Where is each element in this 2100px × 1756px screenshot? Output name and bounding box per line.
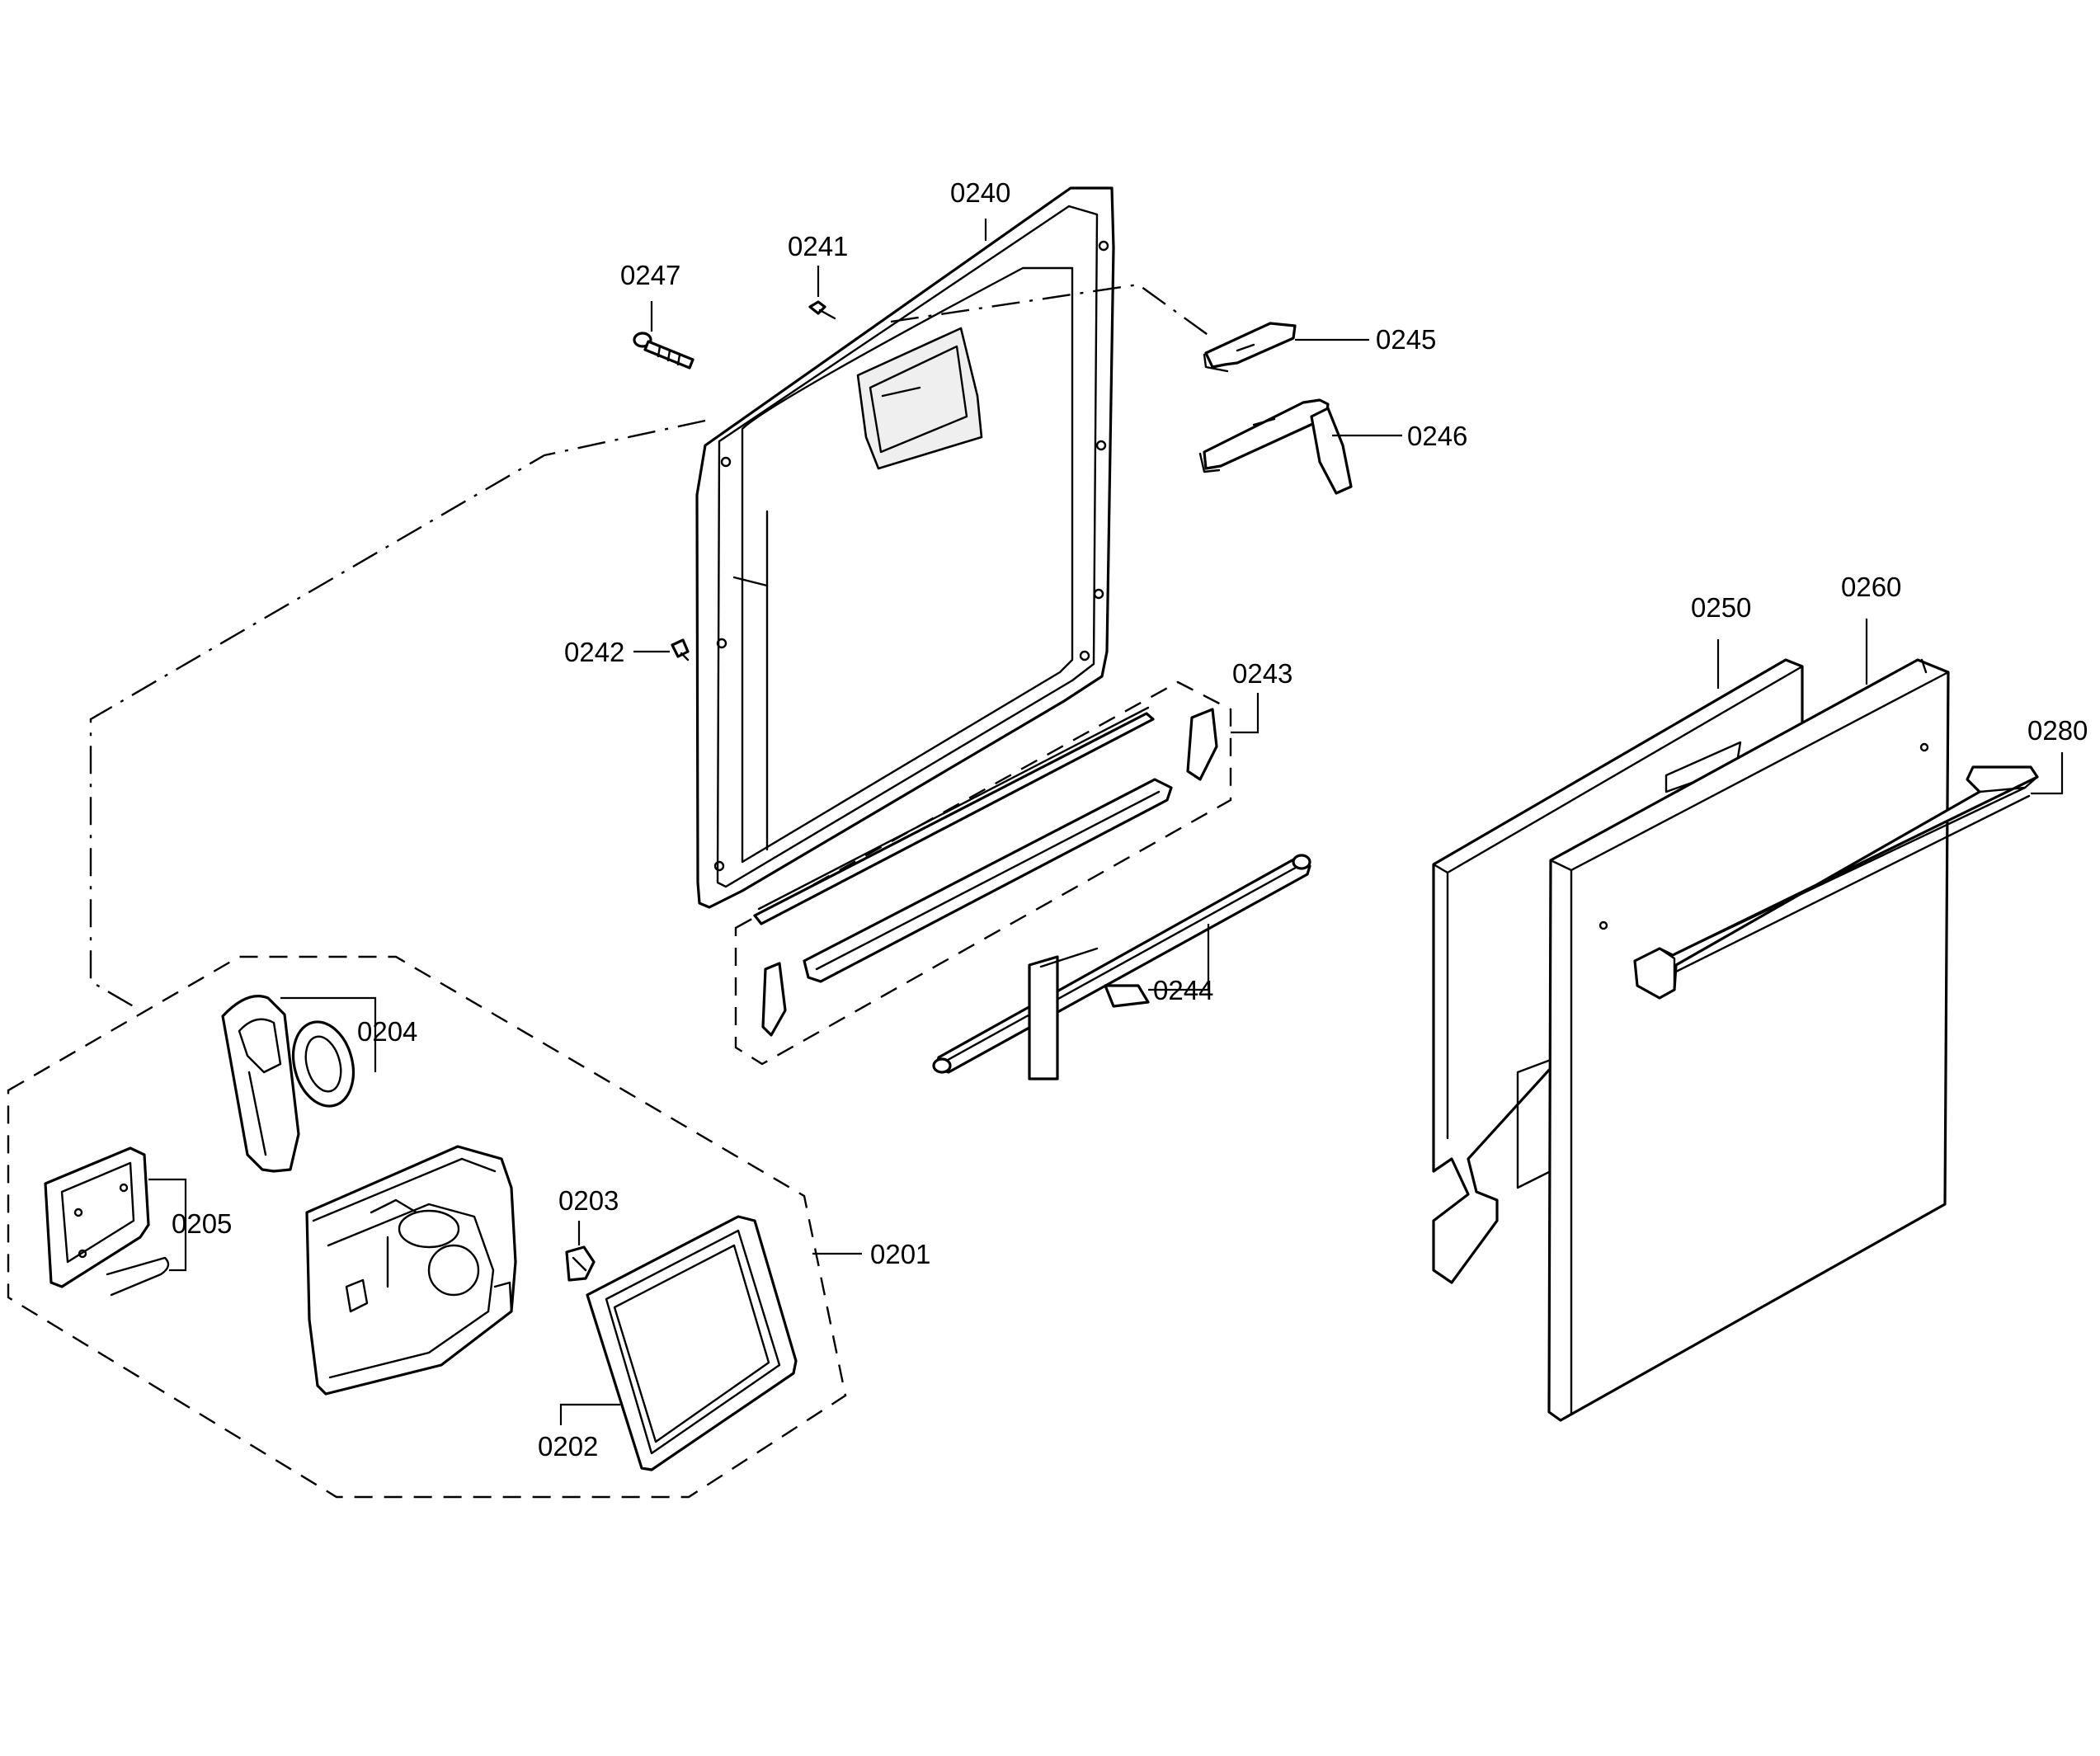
connector-latch (890, 283, 1213, 339)
connector-envelope (89, 419, 706, 1010)
label-0241: 0241 (788, 231, 848, 261)
leader-0244 (1148, 924, 1210, 991)
label-0246: 0246 (1407, 421, 1467, 451)
leader-0204 (280, 996, 377, 1072)
label-0242: 0242 (564, 637, 624, 667)
leader-0280 (2031, 752, 2064, 795)
outer-door-0260 (1547, 658, 1950, 1422)
label-0243: 0243 (1232, 658, 1292, 689)
panel-cover-0205 (44, 1146, 170, 1297)
vent-duct-0204 (221, 995, 355, 1173)
control-panel-group-0201 (7, 955, 847, 1499)
label-0201: 0201 (870, 1239, 930, 1269)
label-0245: 0245 (1376, 324, 1436, 355)
label-0280: 0280 (2027, 715, 2088, 746)
leader-0202 (559, 1403, 620, 1425)
leader-0205 (148, 1178, 187, 1272)
label-0250: 0250 (1691, 592, 1751, 623)
control-module (305, 1145, 517, 1396)
label-0202: 0202 (538, 1431, 598, 1462)
label-0203: 0203 (558, 1185, 619, 1216)
gasket-0202 (586, 1215, 798, 1471)
screw-0247 (633, 332, 695, 370)
label-0204: 0204 (357, 1016, 417, 1047)
label-0244: 0244 (1153, 975, 1213, 1005)
latch-0245 (1203, 322, 1297, 373)
seal-kit-0243 (734, 680, 1232, 1066)
latch-0246 (1198, 398, 1353, 495)
screw-0242 (671, 638, 690, 661)
screw-0241 (808, 300, 836, 320)
leader-0243 (1231, 693, 1260, 734)
label-0240: 0240 (950, 177, 1010, 208)
clip-0203 (565, 1245, 596, 1282)
label-0205: 0205 (172, 1208, 232, 1239)
inner-door-liner (695, 186, 1115, 909)
label-0260: 0260 (1841, 572, 1901, 602)
label-0247: 0247 (620, 260, 680, 290)
hinge-bar-0244 (932, 854, 1311, 1080)
handle-0280 (1633, 765, 2039, 1000)
